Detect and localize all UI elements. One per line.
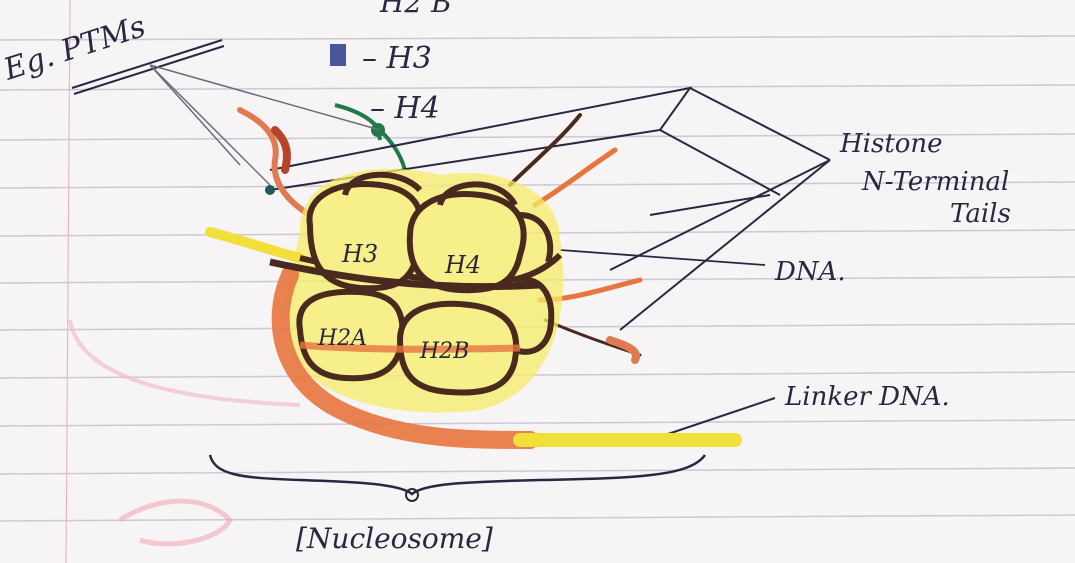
histone-tails-label: Histone N-Terminal Tails — [839, 129, 1018, 229]
histone-tails-line-1: Histone — [839, 129, 943, 159]
dna-strand-left — [210, 232, 300, 258]
histone-tails-line-3: Tails — [950, 199, 1011, 229]
h3-label: H3 — [341, 240, 378, 268]
dna-pointer-line — [560, 250, 765, 265]
header-h4: – H4 — [370, 91, 440, 126]
linker-pointer-line — [665, 398, 775, 435]
nucleosome-label: [Nucleosome] — [296, 522, 493, 555]
pink-smudge — [70, 320, 300, 405]
histone-tails-line-2: N-Terminal — [861, 167, 1009, 197]
pink-smudge-2 — [120, 501, 230, 544]
blue-scribble-icon — [330, 44, 346, 66]
header-h2b: H2 B — [379, 0, 452, 19]
h2a-label: H2A — [317, 326, 367, 351]
header-h3: – H3 — [362, 41, 432, 76]
dna-label: DNA. — [774, 257, 846, 287]
margin-line — [66, 0, 70, 563]
nucleosome-brace — [210, 455, 705, 494]
linker-dna-label: Linker DNA. — [784, 382, 950, 412]
h4-label: H4 — [444, 251, 481, 279]
h2b-label: H2B — [419, 339, 469, 364]
